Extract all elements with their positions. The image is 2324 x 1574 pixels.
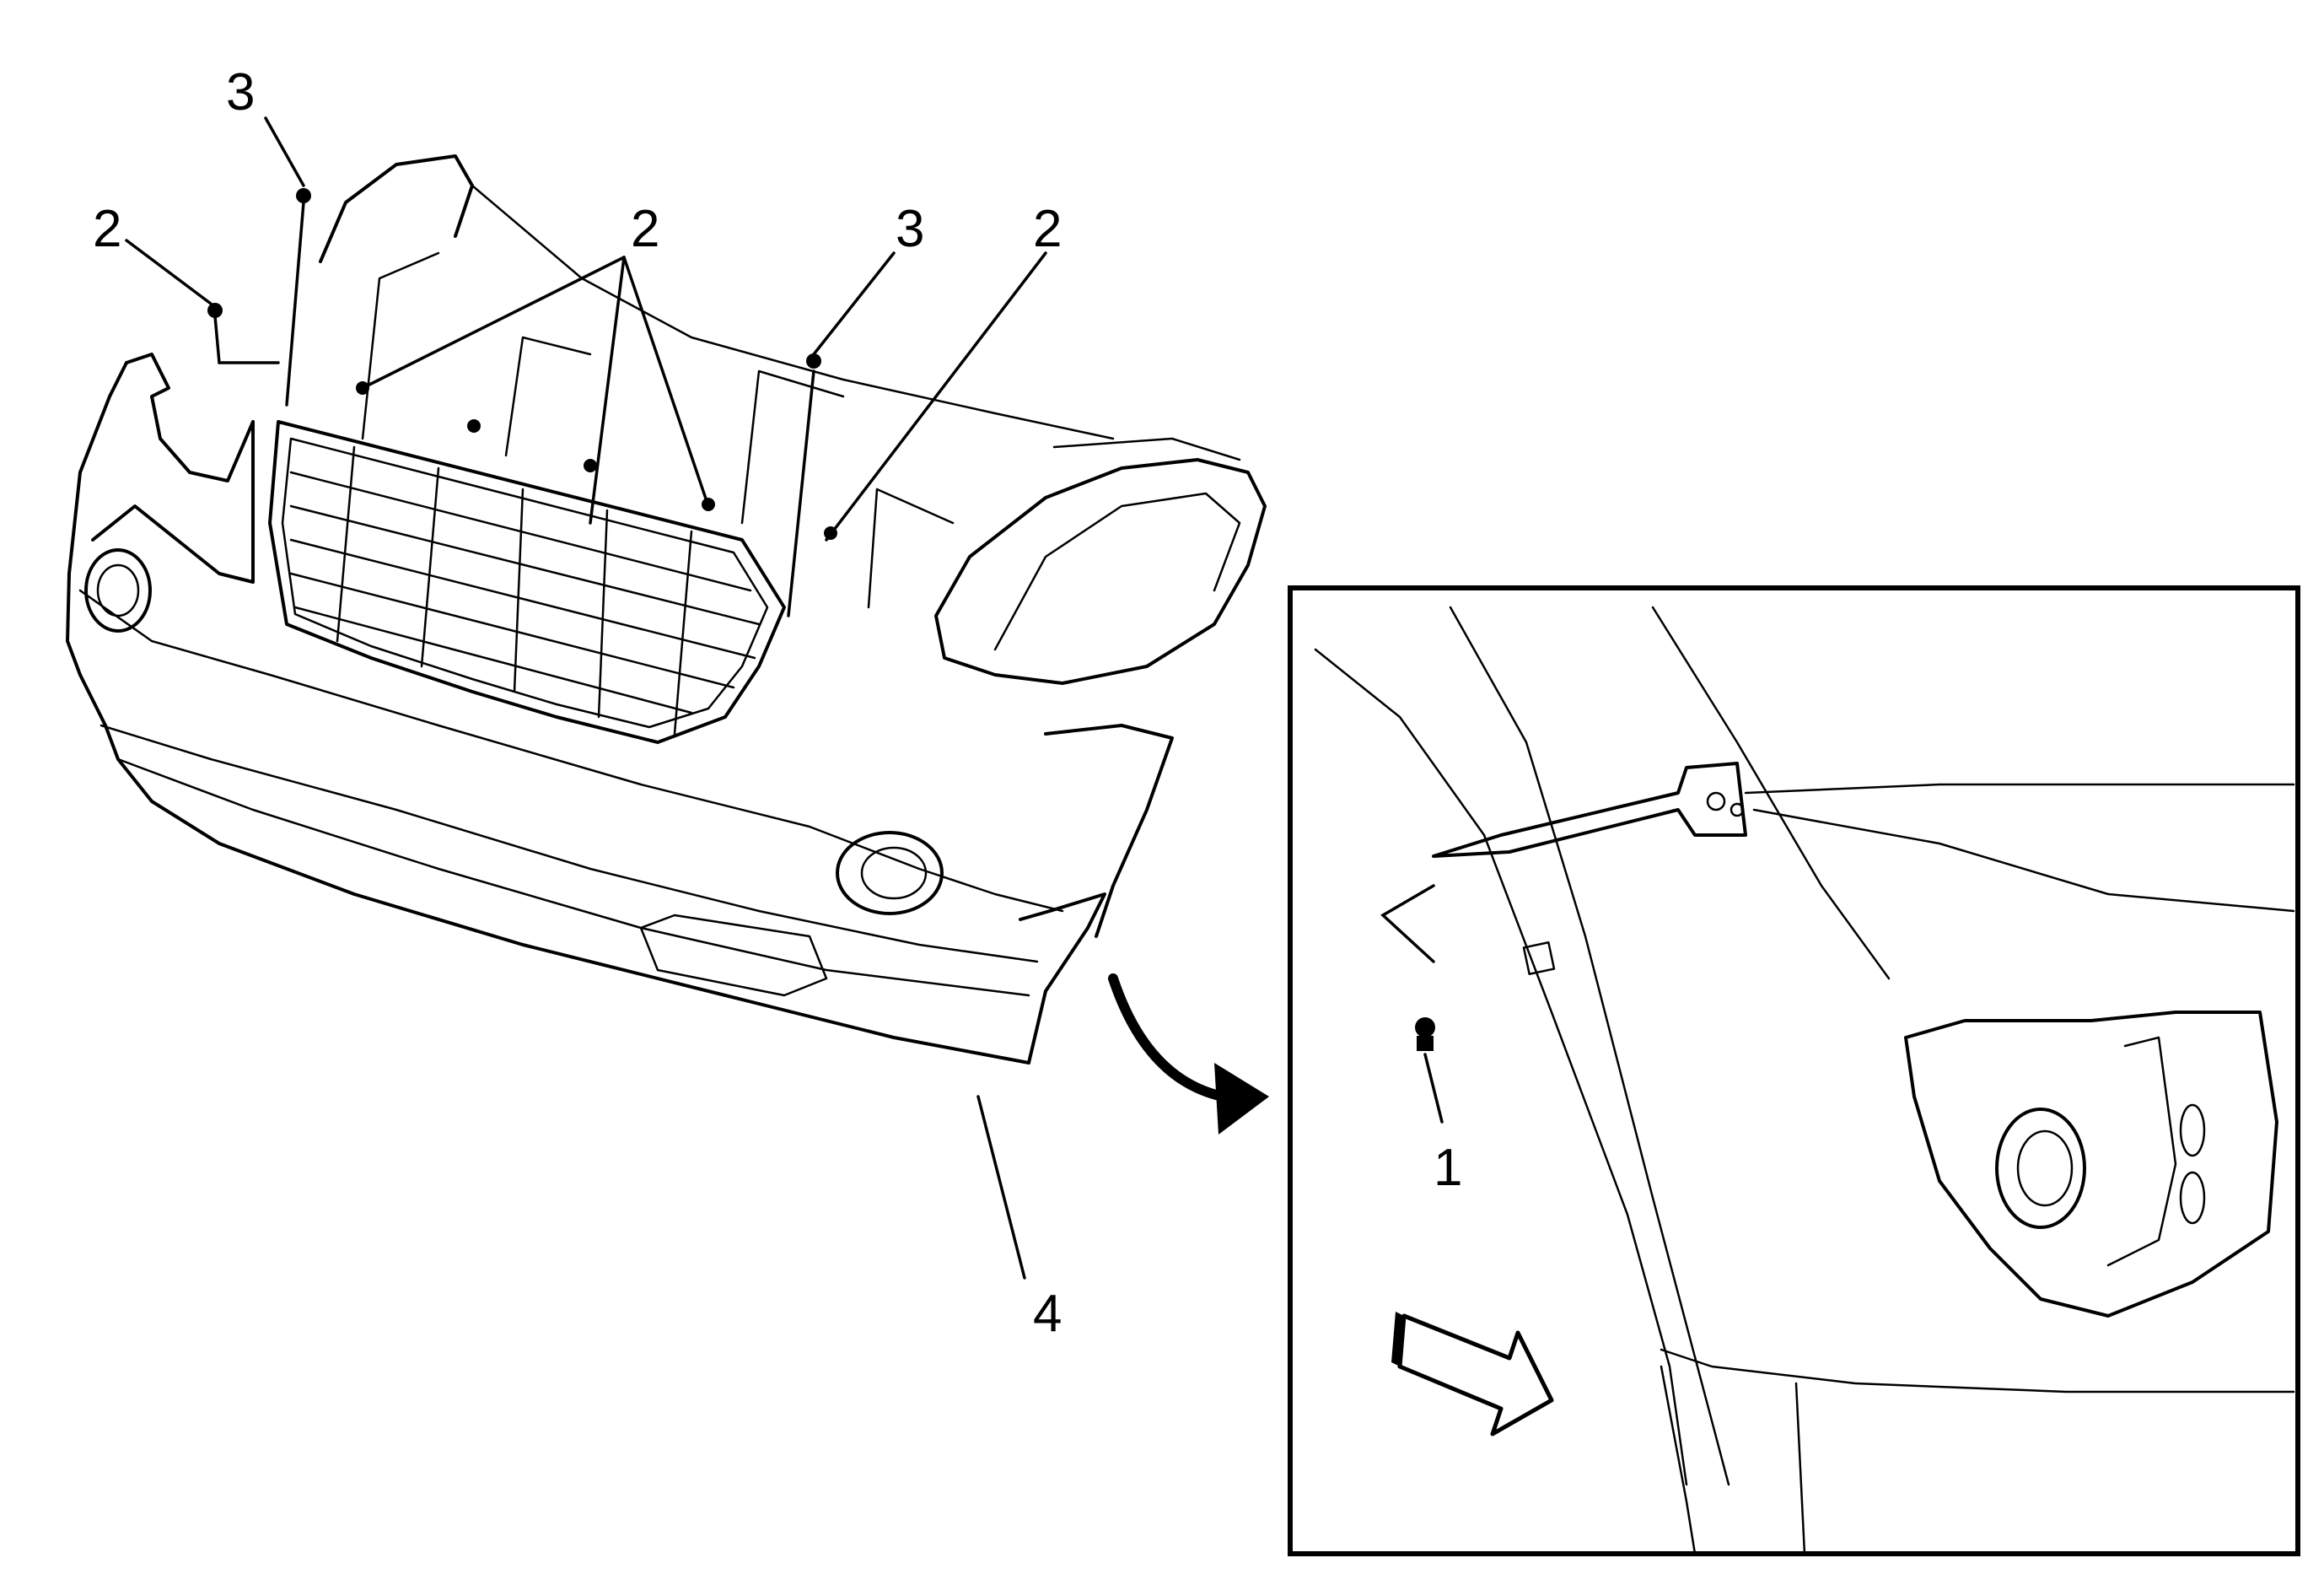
callout-2-right: 2: [1033, 200, 1062, 258]
fastener-2-center-a: [356, 381, 369, 395]
headlamp-assembly: [934, 437, 1267, 685]
detail-inset: [1288, 585, 2300, 1556]
curved-arrow-icon: [1108, 973, 1269, 1135]
fastener-2-center-b: [467, 419, 481, 433]
forward-direction-arrow-icon: [1391, 1312, 1554, 1437]
fastener-2-center-c: [584, 459, 597, 472]
fastener-2-center-d: [702, 498, 715, 511]
fastener-1: [1415, 1017, 1435, 1038]
callout-1: 1: [1434, 1139, 1462, 1197]
fasteners-main: [207, 188, 837, 540]
front-grille: [268, 420, 786, 744]
fastener-3-right: [806, 353, 821, 369]
fastener-3-left: [296, 188, 311, 203]
leader-lines: [125, 116, 1047, 1280]
fastener-2-right: [824, 526, 837, 540]
callout-3-left: 3: [226, 63, 255, 121]
callout-2-center: 2: [631, 200, 659, 258]
callout-2-far-left: 2: [93, 200, 121, 258]
callout-3-right: 3: [896, 200, 924, 258]
callout-4: 4: [1033, 1285, 1062, 1343]
fastener-2-left: [207, 303, 223, 318]
front-bumper-fascia: [66, 353, 1174, 1065]
callout-labels: 3 2 2 3 2 4 1: [93, 63, 1462, 1343]
radiator-support: [319, 154, 1115, 609]
